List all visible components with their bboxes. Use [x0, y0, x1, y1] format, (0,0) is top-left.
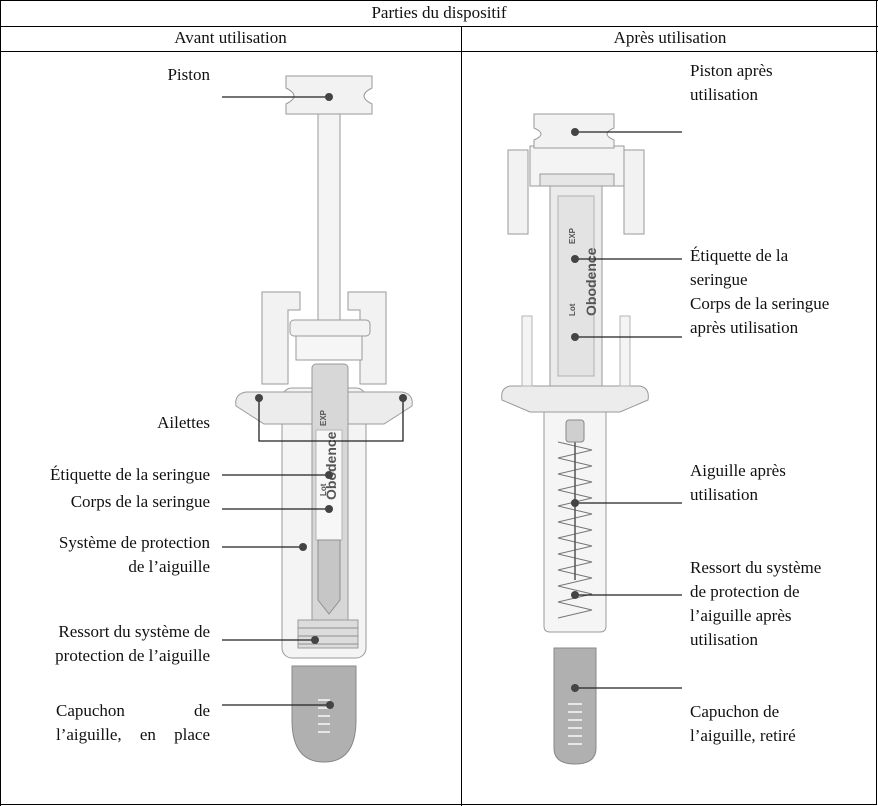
label-corps-seringue-apres: Corps de la seringue après utilisation: [690, 294, 830, 337]
label-ailettes: Ailettes: [157, 413, 210, 432]
syringe-after-use: Obodence EXP Lot: [501, 113, 649, 765]
callout-dots-after: [571, 128, 579, 692]
table-left-border: [0, 0, 1, 806]
label-capuchon-en-place: Capuchon de l’aiguille, en place: [56, 701, 210, 744]
spring-after-use: [557, 441, 593, 619]
syringe-brand-text-after: Obodence: [583, 247, 599, 316]
syringe-brand-text-before: Obodence: [323, 431, 339, 500]
needle-cap-removed: [553, 647, 597, 765]
syringe-exp-text-before: EXP: [319, 409, 328, 426]
syringe-label-area: [315, 429, 343, 541]
label-piston: Piston: [167, 65, 210, 84]
label-systeme-protection: Système de protection de l’aiguille: [58, 533, 210, 576]
plunger-rod: [317, 107, 341, 323]
syringe-lot-text-before: Lot: [319, 483, 328, 496]
needle-cap-in-place: [291, 665, 357, 763]
column-header-after: Après utilisation: [613, 28, 727, 47]
syringe-before-use: Obodence EXP Lot: [235, 75, 413, 763]
table-title: Parties du dispositif: [371, 3, 507, 22]
leader-lines-before: [222, 96, 404, 706]
label-ressort-apres: Ressort du système de protection de l’ai…: [690, 558, 822, 649]
syringe-exp-text-after: EXP: [568, 227, 577, 244]
leader-lines-after: [575, 131, 682, 689]
label-piston-apres: Piston après utilisation: [690, 61, 773, 104]
header-divider: [0, 51, 878, 52]
label-etiquette-seringue: Étiquette de la seringue: [49, 465, 210, 484]
label-etiquette-seringue-apres: Étiquette de la seringue: [690, 246, 789, 289]
table-top-border: [0, 0, 878, 1]
label-corps-seringue: Corps de la seringue: [70, 492, 210, 511]
label-ressort-protection: Ressort du système de protection de l’ai…: [55, 622, 210, 665]
syringe-lot-text-after: Lot: [568, 303, 577, 316]
label-aiguille-apres: Aiguille après utilisation: [690, 461, 786, 504]
title-divider: [0, 26, 878, 27]
label-capuchon-retire: Capuchon de l’aiguille, retiré: [690, 702, 796, 745]
callout-dots-before: [255, 93, 407, 709]
column-divider: [461, 26, 462, 806]
column-header-before: Avant utilisation: [174, 28, 287, 47]
